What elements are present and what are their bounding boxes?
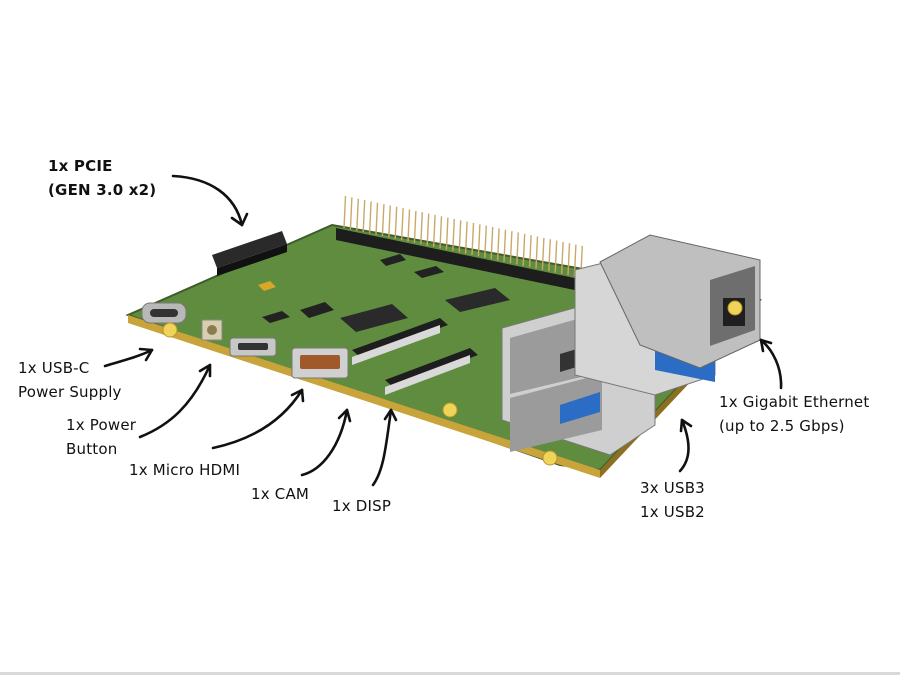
gpio-pin — [432, 214, 436, 247]
gpio-pin — [356, 198, 359, 231]
gpio-pin — [471, 222, 475, 256]
gpio-pin — [420, 212, 423, 245]
usb-line-1: 3x USB3 — [640, 479, 705, 497]
pcie-line-1: 1x PCIE — [48, 157, 113, 175]
gpio-pin — [445, 217, 449, 250]
gpio-pin — [548, 239, 551, 272]
side-ports — [141, 302, 349, 379]
gpio-pin — [452, 218, 455, 251]
gpio-pin — [407, 209, 411, 242]
micro-hdmi-line-1: 1x Micro HDMI — [129, 461, 241, 479]
annotation-arrows — [103, 174, 783, 487]
gpio-pin — [509, 231, 513, 264]
pcie-annotation: 1x PCIE (GEN 3.0 x2) — [48, 154, 156, 202]
gpio-pin — [439, 216, 443, 249]
gpio-header — [336, 195, 584, 292]
usbc-annotation: 1x USB-C Power Supply — [18, 356, 122, 404]
power-button-line-1: 1x Power — [66, 416, 137, 434]
gpio-pin — [413, 210, 417, 243]
pcie-connector — [212, 231, 287, 276]
gpio-pin — [516, 232, 519, 265]
usbc-line-2: Power Supply — [18, 383, 122, 401]
gpio-pin — [381, 204, 385, 237]
gpio-pin — [528, 235, 532, 268]
disp-annotation: 1x DISP — [332, 494, 391, 518]
gpio-pin — [343, 195, 347, 229]
disp-line-1: 1x DISP — [332, 497, 392, 515]
gpio-header-base — [336, 228, 584, 292]
ethernet-line-2: (up to 2.5 Gbps) — [719, 417, 845, 435]
micro-hdmi-annotation: 1x Micro HDMI — [129, 458, 240, 482]
power-button-annotation: 1x Power Button — [66, 413, 136, 461]
gpio-pin — [400, 208, 404, 241]
gpio-pin — [349, 197, 353, 230]
gpio-pin — [375, 202, 379, 235]
gpio-pin — [490, 227, 494, 260]
pcie-line-2: (GEN 3.0 x2) — [48, 181, 157, 199]
gpio-pin — [535, 236, 539, 269]
bottom-divider — [0, 672, 900, 675]
usb-line-2: 1x USB2 — [640, 503, 705, 521]
gpio-pin — [567, 243, 571, 276]
gpio-pin — [464, 221, 468, 254]
gpio-pin — [477, 224, 481, 257]
chips — [258, 254, 510, 332]
usb-annotation: 3x USB3 1x USB2 — [640, 476, 705, 524]
usbc-line-1: 1x USB-C — [18, 359, 90, 377]
cam-disp-connectors — [352, 318, 478, 395]
gpio-pin — [388, 205, 391, 238]
power-button-line-2: Button — [66, 440, 118, 458]
gpio-pin — [503, 229, 507, 262]
gpio-pin — [560, 241, 564, 274]
gpio-pin — [368, 201, 372, 234]
gpio-pin — [496, 228, 500, 261]
ethernet-annotation: 1x Gigabit Ethernet (up to 2.5 Gbps) — [719, 390, 869, 438]
gpio-pin — [484, 225, 487, 258]
gpio-pin — [522, 233, 526, 266]
gpio-pin — [541, 237, 545, 270]
cam-line-1: 1x CAM — [251, 485, 310, 503]
gpio-pin — [554, 240, 558, 273]
gpio-pin — [362, 200, 366, 233]
gpio-pin — [458, 220, 462, 253]
cam-annotation: 1x CAM — [251, 482, 309, 506]
gpio-pin — [394, 206, 398, 239]
gpio-pin — [426, 213, 430, 246]
ethernet-line-1: 1x Gigabit Ethernet — [719, 393, 870, 411]
mounting-holes — [162, 300, 743, 466]
